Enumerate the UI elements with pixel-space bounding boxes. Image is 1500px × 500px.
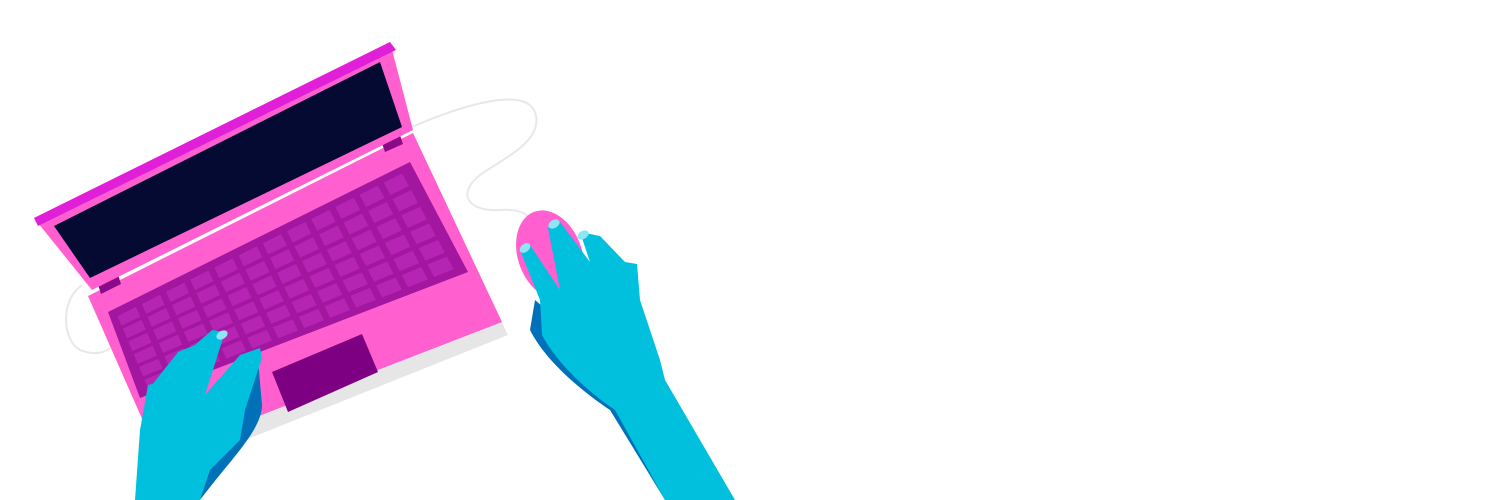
key xyxy=(139,358,163,377)
key xyxy=(367,261,394,282)
key xyxy=(240,315,266,335)
fingernail xyxy=(577,230,589,240)
key xyxy=(266,304,291,324)
fingernail xyxy=(548,219,560,229)
key xyxy=(301,252,327,273)
key xyxy=(165,282,190,302)
key xyxy=(401,267,428,288)
key xyxy=(245,260,270,281)
key xyxy=(350,287,376,308)
key xyxy=(141,294,165,314)
key xyxy=(324,298,350,318)
key xyxy=(409,223,436,245)
key xyxy=(311,209,336,231)
key xyxy=(342,272,368,293)
key xyxy=(359,245,386,266)
key xyxy=(128,332,152,352)
key xyxy=(286,221,312,243)
left-hand xyxy=(135,330,262,500)
trackpad xyxy=(272,334,378,412)
screen xyxy=(54,62,402,278)
key xyxy=(294,237,319,258)
key xyxy=(183,323,208,343)
key xyxy=(393,250,420,272)
key xyxy=(252,275,277,296)
key xyxy=(376,218,402,240)
power-cable xyxy=(65,284,111,355)
key xyxy=(234,301,259,321)
key xyxy=(221,340,247,359)
key xyxy=(238,246,263,267)
right-hand xyxy=(519,219,735,500)
key xyxy=(326,241,352,262)
key xyxy=(291,293,317,314)
key xyxy=(418,239,445,261)
key xyxy=(335,197,361,219)
fingernail xyxy=(519,243,531,253)
key xyxy=(392,190,418,212)
lid-edge xyxy=(34,42,396,226)
key xyxy=(273,319,299,339)
key xyxy=(117,306,141,326)
key xyxy=(220,272,245,293)
keyboard-keys xyxy=(117,173,454,390)
key xyxy=(401,206,427,228)
key xyxy=(196,284,221,304)
key xyxy=(158,334,183,353)
key xyxy=(298,308,324,329)
key xyxy=(309,267,335,288)
fingernail xyxy=(216,330,228,340)
key xyxy=(351,229,377,251)
key xyxy=(383,173,409,196)
key xyxy=(384,234,411,256)
key xyxy=(318,225,344,247)
key xyxy=(427,256,454,277)
key xyxy=(343,213,369,235)
key xyxy=(277,264,302,284)
key xyxy=(359,185,385,207)
key xyxy=(133,345,158,364)
key xyxy=(247,329,273,349)
key xyxy=(334,256,360,277)
key xyxy=(147,308,171,327)
key xyxy=(214,258,238,279)
key xyxy=(202,298,227,318)
key xyxy=(259,290,284,310)
key xyxy=(209,312,234,332)
key xyxy=(122,319,146,339)
key xyxy=(177,309,202,329)
mouse-cable xyxy=(404,98,538,219)
key xyxy=(269,249,295,270)
key xyxy=(317,283,343,303)
key xyxy=(227,286,252,307)
key xyxy=(171,296,196,316)
key xyxy=(262,234,287,255)
key xyxy=(375,277,402,298)
key xyxy=(190,270,214,291)
key xyxy=(284,278,310,299)
key xyxy=(153,321,177,340)
key xyxy=(368,201,394,224)
